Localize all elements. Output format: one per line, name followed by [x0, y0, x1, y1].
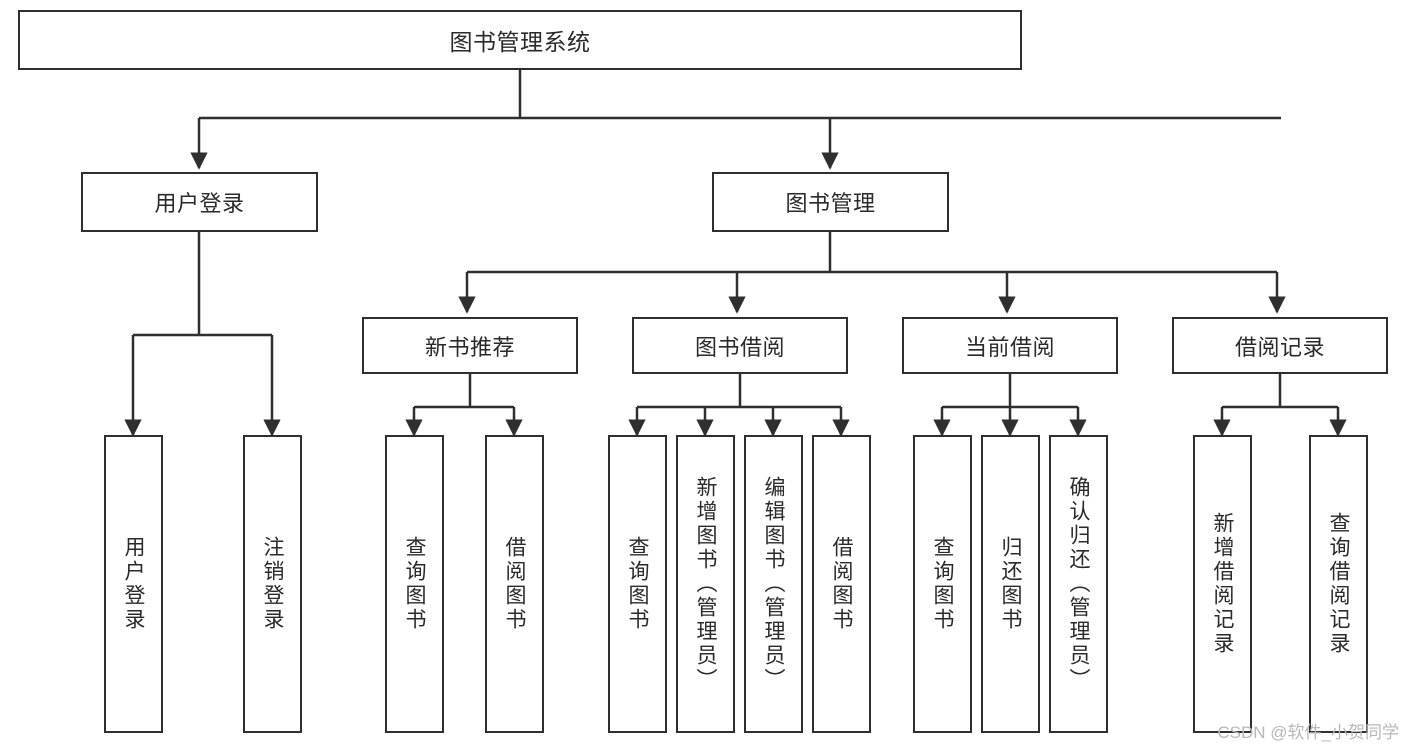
node-book-management[interactable]: 图书管理 — [712, 172, 949, 232]
watermark-text: CSDN @软件_小贺同学 — [1217, 723, 1399, 742]
node-leaf-query-book-2[interactable]: 查询图书 — [608, 435, 667, 733]
node-leaf-query-book-1[interactable]: 查询图书 — [385, 435, 444, 733]
node-leaf-user-login[interactable]: 用户登录 — [104, 435, 163, 733]
node-book-borrow[interactable]: 图书借阅 — [632, 317, 848, 374]
node-leaf-query-book-3[interactable]: 查询图书 — [913, 435, 972, 733]
node-leaf-borrow-book-1[interactable]: 借阅图书 — [485, 435, 544, 733]
node-leaf-logout[interactable]: 注销登录 — [243, 435, 302, 733]
node-new-book-recommend[interactable]: 新书推荐 — [362, 317, 578, 374]
node-leaf-edit-book[interactable]: 编辑图书（管理员） — [744, 435, 803, 733]
node-leaf-confirm-return[interactable]: 确认归还（管理员） — [1049, 435, 1108, 733]
node-leaf-borrow-book-2[interactable]: 借阅图书 — [812, 435, 871, 733]
node-user-login[interactable]: 用户登录 — [81, 172, 318, 232]
node-root[interactable]: 图书管理系统 — [18, 10, 1022, 70]
node-current-borrow[interactable]: 当前借阅 — [902, 317, 1118, 374]
node-leaf-return-book[interactable]: 归还图书 — [981, 435, 1040, 733]
node-leaf-add-record[interactable]: 新增借阅记录 — [1193, 435, 1252, 733]
node-leaf-query-record[interactable]: 查询借阅记录 — [1309, 435, 1368, 733]
node-borrow-record[interactable]: 借阅记录 — [1172, 317, 1388, 374]
node-leaf-add-book[interactable]: 新增图书（管理员） — [676, 435, 735, 733]
